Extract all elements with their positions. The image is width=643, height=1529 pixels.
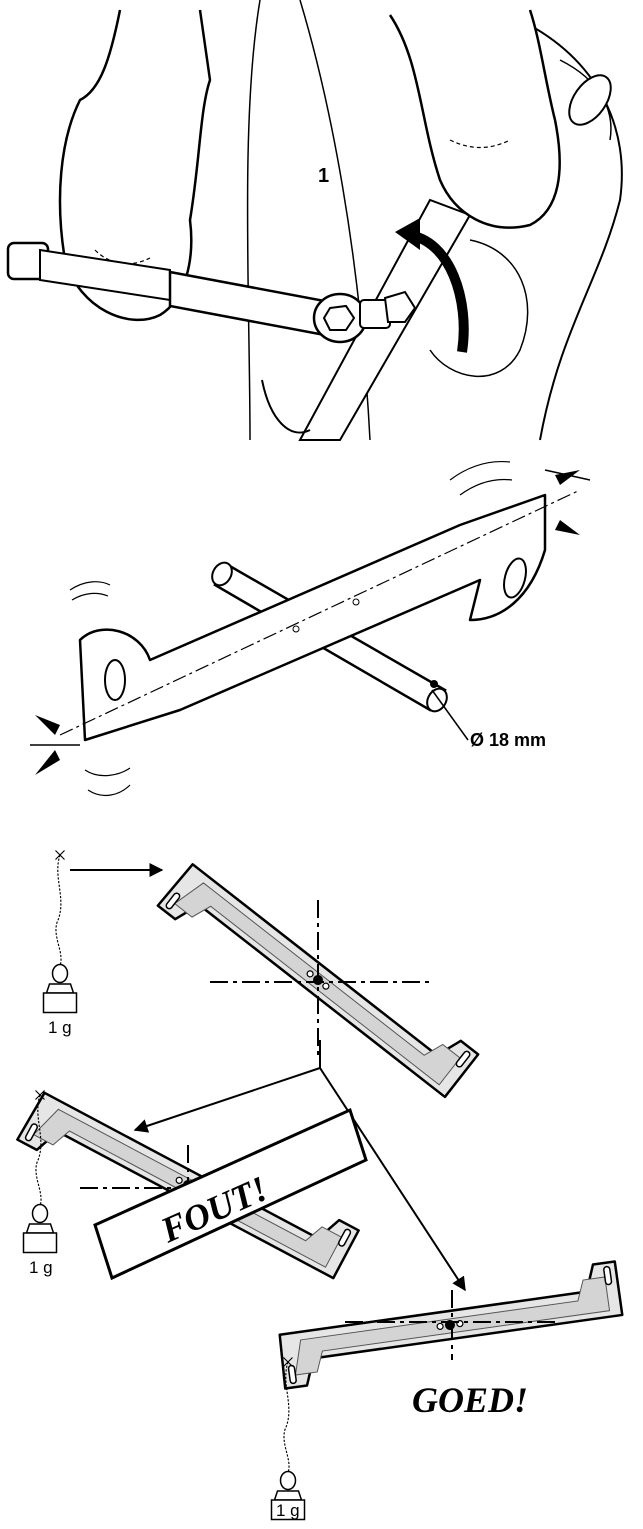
callout-number: 1 bbox=[318, 165, 329, 187]
panel-wrench: 1 bbox=[6, 0, 623, 441]
weight-label: 1 g bbox=[48, 1018, 72, 1037]
panel-balance-test: 1 g 1 g FOUT! 1 g GOED! bbox=[16, 841, 628, 1521]
weight-top: 1 g bbox=[42, 849, 78, 1037]
rod-diameter-label: Ø 18 mm bbox=[470, 730, 546, 750]
blade-right: 1 g bbox=[270, 1260, 628, 1521]
weight-label: 1 g bbox=[29, 1258, 53, 1277]
panel-balance-rod: Ø 18 mm bbox=[30, 460, 591, 797]
weight-label: 1 g bbox=[276, 1501, 300, 1520]
right-label: GOED! bbox=[412, 1380, 528, 1420]
